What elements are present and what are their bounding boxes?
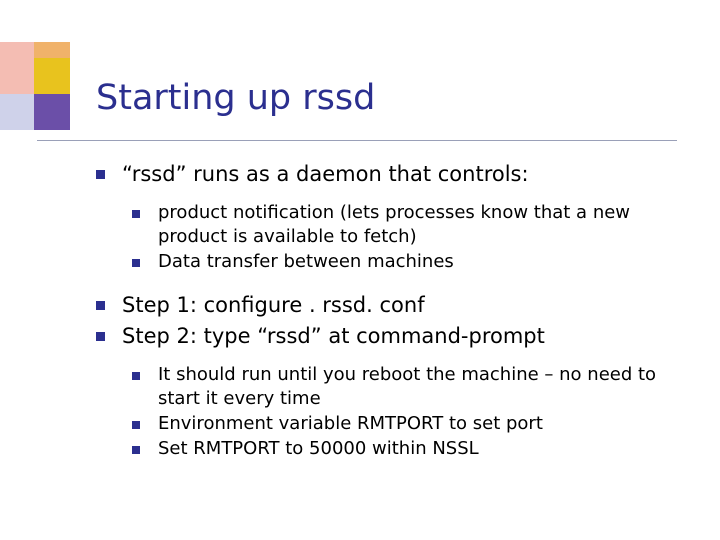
page-title: Starting up rssd xyxy=(96,78,376,118)
spacer xyxy=(0,275,720,291)
square-bullet-icon xyxy=(132,363,158,382)
square-bullet-icon xyxy=(132,250,158,269)
bullet-item: Step 2: type “rssd” at command-prompt xyxy=(0,322,720,351)
bullet-item: Data transfer between machines xyxy=(0,250,720,274)
bullet-text: Step 1: configure . rssd. conf xyxy=(122,293,425,317)
square-bullet-icon xyxy=(132,412,158,431)
bullet-item: Set RMTPORT to 50000 within NSSL xyxy=(0,437,720,461)
spacer xyxy=(0,191,720,201)
spacer xyxy=(0,353,720,363)
deco-block-purple xyxy=(34,94,70,130)
deco-block-orange xyxy=(34,42,70,58)
bullet-item: It should run until you reboot the machi… xyxy=(0,363,720,411)
bullet-item: Environment variable RMTPORT to set port xyxy=(0,412,720,436)
square-bullet-icon xyxy=(96,322,122,344)
deco-block-pink xyxy=(0,42,34,94)
deco-block-salmon xyxy=(0,42,52,94)
square-bullet-icon xyxy=(96,291,122,313)
decorative-corner-blocks xyxy=(0,42,104,146)
deco-block-yellow xyxy=(34,58,70,94)
bullet-text: Step 2: type “rssd” at command-prompt xyxy=(122,324,545,348)
title-divider xyxy=(37,140,677,141)
bullet-item: “rssd” runs as a daemon that controls: xyxy=(0,160,720,189)
bullet-text: Environment variable RMTPORT to set port xyxy=(158,413,543,434)
square-bullet-icon xyxy=(132,437,158,456)
square-bullet-icon xyxy=(96,160,122,182)
square-bullet-icon xyxy=(132,201,158,220)
bullet-item: Step 1: configure . rssd. conf xyxy=(0,291,720,320)
bullet-item: product notification (lets processes kno… xyxy=(0,201,720,249)
bullet-text: product notification (lets processes kno… xyxy=(158,202,631,247)
bullet-text: “rssd” runs as a daemon that controls: xyxy=(122,162,529,186)
bullet-text: Data transfer between machines xyxy=(158,251,454,272)
deco-block-lavender xyxy=(0,94,34,130)
bullet-text: Set RMTPORT to 50000 within NSSL xyxy=(158,438,479,459)
bullet-text: It should run until you reboot the machi… xyxy=(158,364,657,409)
slide-body: “rssd” runs as a daemon that controls: p… xyxy=(0,160,720,462)
